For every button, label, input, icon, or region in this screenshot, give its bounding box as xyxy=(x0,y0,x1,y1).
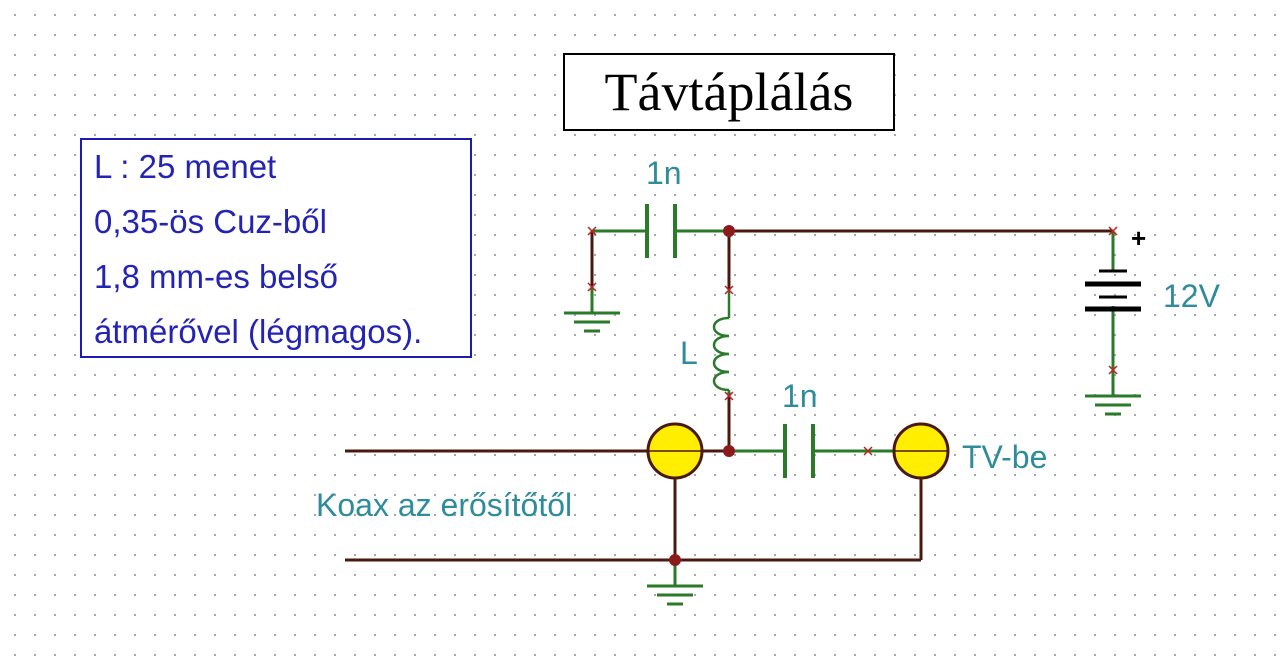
component-leads xyxy=(590,229,1115,586)
capacitor-bottom xyxy=(783,424,815,478)
coax-connector-output xyxy=(892,422,950,480)
battery xyxy=(1085,269,1141,312)
capacitor-top-label: 1n xyxy=(646,155,682,191)
junction-top xyxy=(723,225,735,237)
inductor-label: L xyxy=(680,335,698,371)
note-box: L : 25 menet 0,35-ös Cuz-ből 1,8 mm-es b… xyxy=(80,138,472,358)
junctions xyxy=(669,225,735,566)
ground-symbol-1 xyxy=(564,311,620,333)
note-line-1: L : 25 menet xyxy=(94,148,277,185)
note-line-3: 1,8 mm-es belső xyxy=(94,258,338,295)
battery-plus-label: + xyxy=(1131,223,1146,253)
note-line-2: 0,35-ös Cuz-ből xyxy=(94,203,327,240)
note-line-4: átmérővel (légmagos). xyxy=(94,313,423,350)
coax-connector-input xyxy=(646,422,704,480)
ground-symbol-3 xyxy=(647,584,703,606)
junction-bottom xyxy=(723,445,735,457)
wires xyxy=(345,229,1113,562)
junction-shield xyxy=(669,554,681,566)
inductor xyxy=(712,290,731,396)
output-label: TV-be xyxy=(962,439,1047,475)
capacitor-bottom-label: 1n xyxy=(782,378,818,414)
title-box: Távtáplálás xyxy=(563,53,895,131)
ground-symbol-2 xyxy=(1085,394,1141,416)
battery-voltage-label: 12V xyxy=(1163,278,1221,314)
diagram-title: Távtáplálás xyxy=(604,62,854,122)
input-label: Koax az erősítőtől xyxy=(316,487,572,523)
capacitor-top xyxy=(645,204,677,258)
terminal-markers xyxy=(587,226,1118,456)
